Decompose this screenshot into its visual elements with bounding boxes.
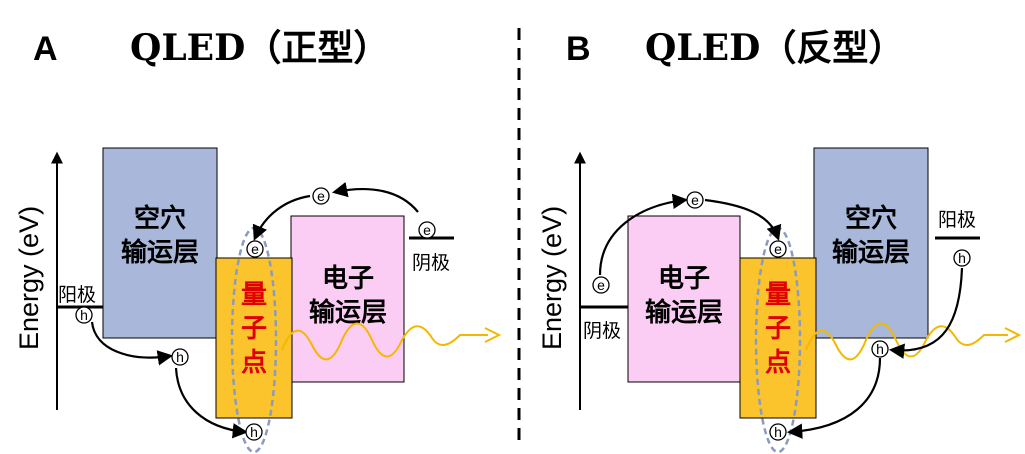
wavy-light-arrow-icon bbox=[805, 322, 1008, 361]
svg-text:h: h bbox=[80, 307, 88, 323]
anode-label: 阳极 bbox=[938, 209, 976, 231]
electron-injection-arrow bbox=[252, 194, 311, 241]
cathode-label: 阴极 bbox=[583, 320, 621, 342]
etl-label-line2: 输运层 bbox=[309, 297, 387, 328]
electron-icon: e bbox=[592, 276, 610, 294]
svg-text:h: h bbox=[958, 250, 966, 266]
hole-injection-arrow bbox=[174, 367, 249, 439]
qd-label-char-3: 点 bbox=[241, 347, 267, 378]
quantum-dot-layer-box bbox=[215, 257, 293, 419]
hole-transport-layer-box bbox=[102, 147, 218, 339]
svg-text:h: h bbox=[176, 349, 184, 365]
emission-arrowhead bbox=[1004, 327, 1022, 343]
panel-b: B QLED（反型） Energy (eV) 阴极 电子 输运层 空穴 输运层 … bbox=[537, 27, 1022, 454]
cathode-label: 阴极 bbox=[412, 252, 450, 274]
qd-label-char-2: 子 bbox=[765, 314, 791, 344]
svg-text:e: e bbox=[317, 188, 325, 204]
electron-icon: e bbox=[686, 191, 704, 209]
electron-icon: e bbox=[246, 240, 264, 258]
electron-transport-layer-box bbox=[290, 215, 405, 383]
svg-text:e: e bbox=[774, 241, 782, 257]
hole-path-arrow bbox=[888, 267, 964, 359]
wavy-light-arrow-icon bbox=[281, 322, 488, 361]
anode-label: 阳极 bbox=[58, 284, 96, 306]
panel-a-letter: A bbox=[33, 30, 58, 68]
panel-a-title: QLED（正型） bbox=[130, 27, 389, 69]
hole-icon: h bbox=[171, 348, 189, 366]
electron-icon: e bbox=[418, 221, 436, 239]
hole-icon: h bbox=[245, 423, 263, 441]
qd-label-char-3: 点 bbox=[765, 347, 791, 378]
electron-transport-layer-box bbox=[627, 215, 741, 383]
panel-b-letter: B bbox=[566, 30, 591, 68]
energy-axis-label: Energy (eV) bbox=[14, 206, 44, 350]
electron-path-arrow bbox=[598, 193, 689, 276]
etl-label-line1: 电子 bbox=[322, 264, 374, 294]
electron-icon: e bbox=[769, 240, 787, 258]
htl-label-line1: 空穴 bbox=[845, 203, 897, 234]
hole-icon: h bbox=[871, 340, 889, 358]
svg-text:h: h bbox=[774, 424, 782, 440]
svg-text:e: e bbox=[251, 241, 259, 257]
hole-injection-arrow bbox=[786, 357, 882, 439]
energy-axis-label: Energy (eV) bbox=[537, 206, 567, 350]
svg-text:e: e bbox=[597, 277, 605, 293]
quantum-dot-layer-box bbox=[739, 257, 817, 419]
electron-icon: e bbox=[312, 187, 330, 205]
electron-path-arrow bbox=[331, 182, 419, 213]
qd-label-char-1: 量 bbox=[765, 280, 791, 310]
qd-label-char-1: 量 bbox=[241, 280, 267, 310]
hole-icon: h bbox=[75, 306, 93, 324]
hole-icon: h bbox=[953, 249, 971, 267]
emission-arrowhead bbox=[484, 327, 502, 343]
hole-icon: h bbox=[769, 423, 787, 441]
svg-text:h: h bbox=[250, 424, 258, 440]
panel-b-title: QLED（反型） bbox=[645, 27, 904, 69]
electron-injection-arrow bbox=[704, 198, 782, 241]
svg-text:h: h bbox=[876, 341, 884, 357]
htl-label-line1: 空穴 bbox=[134, 203, 186, 234]
etl-label-line2: 输运层 bbox=[645, 297, 723, 328]
panel-a: A QLED（正型） Energy (eV) 阳极 空穴 输运层 电子 输运层 … bbox=[14, 27, 502, 454]
htl-label-line2: 输运层 bbox=[121, 237, 199, 268]
hole-transport-layer-box bbox=[813, 147, 929, 339]
svg-text:e: e bbox=[423, 222, 431, 238]
qd-label-char-2: 子 bbox=[241, 314, 267, 344]
htl-label-line2: 输运层 bbox=[832, 237, 910, 268]
svg-text:e: e bbox=[691, 192, 699, 208]
etl-label-line1: 电子 bbox=[658, 264, 710, 294]
hole-path-arrow bbox=[90, 321, 174, 366]
